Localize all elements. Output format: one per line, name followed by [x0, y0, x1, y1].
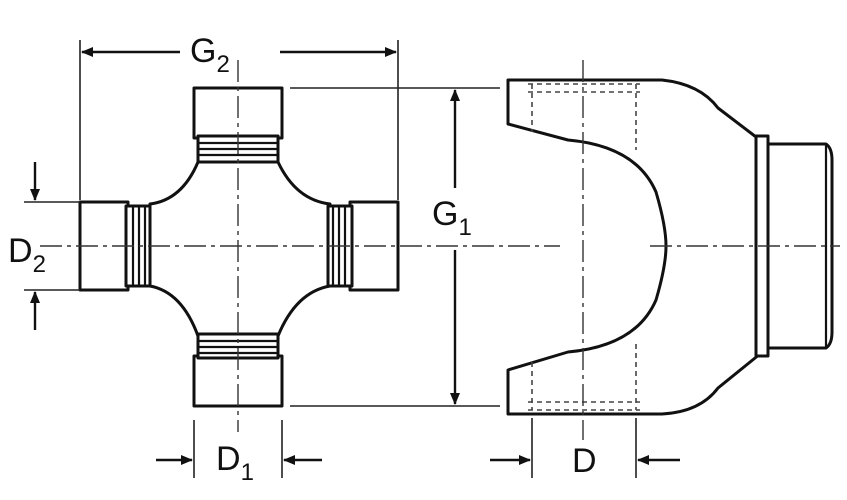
dimension-d1: D1 [156, 420, 322, 486]
universal-joint-cross [40, 60, 560, 432]
yoke-body [506, 78, 762, 416]
g1-label: G1 [432, 195, 472, 241]
d-label: D [572, 442, 597, 480]
g2-label: G2 [190, 32, 230, 78]
d2-label: D2 [8, 232, 46, 278]
cross-body [148, 160, 332, 338]
dimension-d: D [490, 418, 680, 480]
dimension-g1: G1 [290, 87, 500, 407]
dimension-g2: G2 [79, 32, 399, 200]
end-yoke [506, 60, 840, 440]
d1-label: D1 [216, 440, 254, 486]
dimension-d2: D2 [8, 162, 80, 330]
